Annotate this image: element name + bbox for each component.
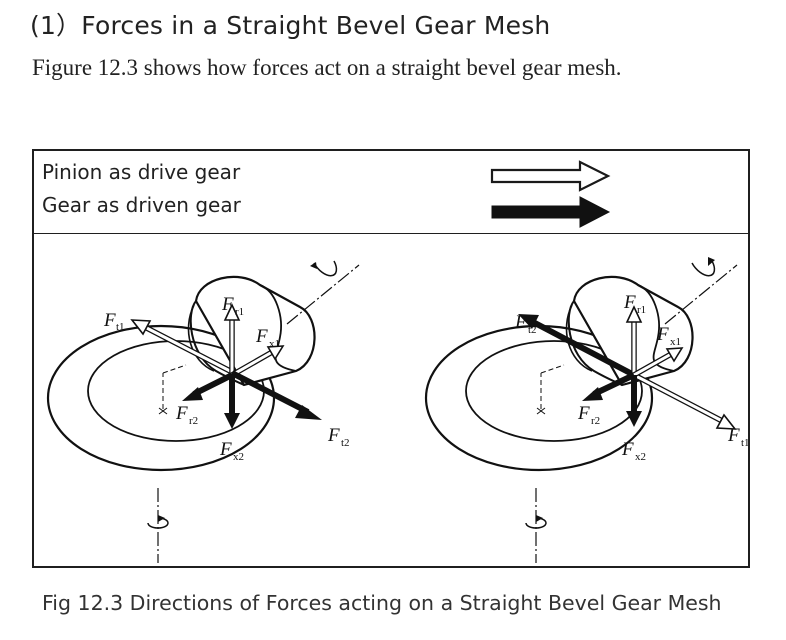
- left-force-ft2-arrow: [230, 370, 310, 415]
- svg-text:x1: x1: [269, 338, 280, 350]
- svg-text:t2: t2: [528, 324, 537, 336]
- right-label-fr1: F r1: [623, 292, 646, 316]
- svg-text:F: F: [103, 310, 116, 331]
- legend: Pinion as drive gear Gear as driven gear: [34, 151, 748, 234]
- left-apex-guide-2: [162, 364, 187, 374]
- right-label-ft2: F t2: [514, 312, 537, 336]
- svg-text:F: F: [175, 403, 188, 424]
- right-label-ft1: F t1: [727, 425, 748, 449]
- left-label-fx2: F x2: [219, 439, 244, 463]
- svg-text:F: F: [221, 294, 234, 315]
- hollow-arrow-icon: [490, 160, 611, 192]
- left-pinion-axis: [286, 264, 360, 325]
- left-pinion: [187, 275, 316, 387]
- section-title: (1）Forces in a Straight Bevel Gear Mesh: [30, 11, 551, 40]
- right-gear-rotation-icon: [525, 515, 547, 529]
- svg-text:F: F: [327, 425, 340, 446]
- left-gear-rotation-icon: [147, 515, 169, 529]
- svg-text:F: F: [621, 439, 634, 460]
- svg-text:t2: t2: [341, 437, 350, 449]
- gear-diagram: F t1 F r1 F x1 F r2 F x2 F t2: [46, 257, 748, 563]
- svg-text:t1: t1: [116, 321, 125, 333]
- svg-text:F: F: [514, 312, 527, 333]
- svg-text:r1: r1: [235, 306, 244, 318]
- right-force-ft2-arrow: [531, 319, 636, 378]
- svg-text:x1: x1: [670, 336, 681, 348]
- svg-text:t1: t1: [741, 437, 748, 449]
- left-pinion-rotation-icon: [310, 260, 338, 277]
- left-label-fr1: F r1: [221, 294, 244, 318]
- right-label-fx1: F x1: [656, 324, 681, 348]
- section-description: Figure 12.3 shows how forces act on a st…: [32, 55, 622, 80]
- legend-driven-label: Gear as driven gear: [42, 193, 241, 217]
- svg-text:r2: r2: [189, 415, 198, 427]
- svg-text:x2: x2: [233, 451, 244, 463]
- right-gear-mesh: F t2 F r1 F x1 F r2 F x2 F t1: [424, 257, 748, 563]
- solid-arrow-icon: [491, 196, 611, 228]
- svg-text:F: F: [219, 439, 232, 460]
- right-force-fr2-arrow: [592, 372, 636, 397]
- svg-text:x2: x2: [635, 451, 646, 463]
- right-pinion-axis: [664, 264, 738, 325]
- right-apex-cross: [536, 407, 546, 415]
- right-pinion-rotation-icon: [691, 257, 716, 277]
- right-gear-inner-rim: [465, 340, 643, 442]
- left-label-fx1: F x1: [255, 326, 280, 350]
- left-label-ft1: F t1: [103, 310, 125, 333]
- svg-text:r1: r1: [637, 304, 646, 316]
- right-apex-guide-2: [540, 364, 565, 374]
- svg-text:r2: r2: [591, 415, 600, 427]
- left-apex-cross: [158, 407, 168, 415]
- svg-text:F: F: [656, 324, 669, 345]
- left-gear-mesh: F t1 F r1 F x1 F r2 F x2 F t2: [46, 260, 360, 563]
- svg-text:F: F: [727, 425, 740, 446]
- left-label-fr2: F r2: [175, 403, 198, 427]
- legend-drive-label: Pinion as drive gear: [42, 160, 241, 184]
- left-label-ft2: F t2: [327, 425, 350, 449]
- svg-text:F: F: [623, 292, 636, 313]
- svg-text:F: F: [255, 326, 268, 347]
- figure-frame: Pinion as drive gear Gear as driven gear: [32, 149, 750, 568]
- left-force-fr2-arrow: [192, 372, 234, 397]
- right-label-fr2: F r2: [577, 403, 600, 427]
- svg-text:F: F: [577, 403, 590, 424]
- right-label-fx2: F x2: [621, 439, 646, 463]
- figure-caption: Fig 12.3 Directions of Forces acting on …: [42, 591, 722, 615]
